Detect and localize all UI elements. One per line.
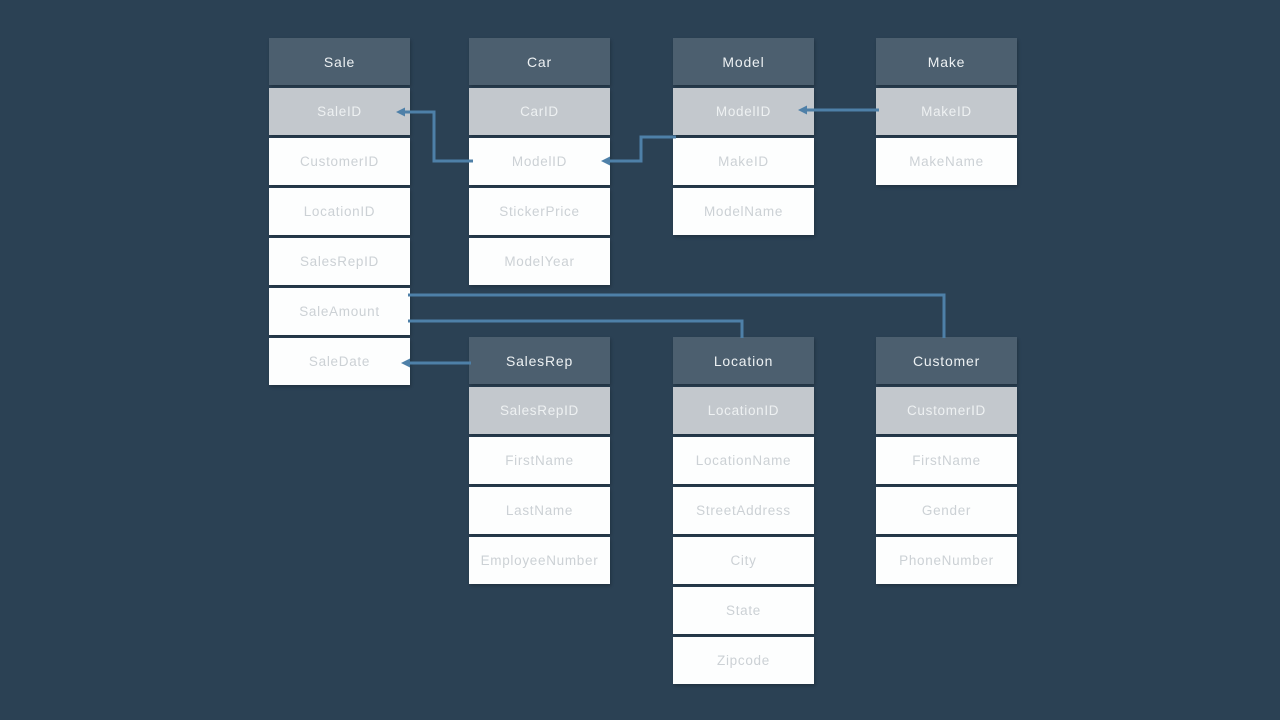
row-salesrep-lastname: LastName <box>469 487 610 534</box>
row-model-makeid: MakeID <box>673 138 814 185</box>
row-model-modelid: ModelID <box>673 88 814 135</box>
table-make: Make MakeID MakeName <box>876 38 1017 188</box>
connector-line <box>408 293 946 338</box>
row-customer-phonenumber: PhoneNumber <box>876 537 1017 584</box>
table-customer: Customer CustomerID FirstName Gender Pho… <box>876 337 1017 587</box>
table-car: Car CarID ModelID StickerPrice ModelYear <box>469 38 610 288</box>
row-model-modelname: ModelName <box>673 188 814 235</box>
row-location-city: City <box>673 537 814 584</box>
connector-line <box>408 319 744 338</box>
table-car-header: Car <box>469 38 610 85</box>
table-location: Location LocationID LocationName StreetA… <box>673 337 814 687</box>
connector-line <box>606 135 676 163</box>
row-customer-firstname: FirstName <box>876 437 1017 484</box>
table-make-header: Make <box>876 38 1017 85</box>
row-location-zipcode: Zipcode <box>673 637 814 684</box>
table-sale: Sale SaleID CustomerID LocationID SalesR… <box>269 38 410 388</box>
row-customer-gender: Gender <box>876 487 1017 534</box>
table-sale-header: Sale <box>269 38 410 85</box>
row-location-streetaddress: StreetAddress <box>673 487 814 534</box>
row-make-makename: MakeName <box>876 138 1017 185</box>
row-salesrep-employeenumber: EmployeeNumber <box>469 537 610 584</box>
table-location-header: Location <box>673 337 814 384</box>
table-model-header: Model <box>673 38 814 85</box>
row-sale-saledate: SaleDate <box>269 338 410 385</box>
row-salesrep-salesrepid: SalesRepID <box>469 387 610 434</box>
table-salesrep: SalesRep SalesRepID FirstName LastName E… <box>469 337 610 587</box>
row-location-locationid: LocationID <box>673 387 814 434</box>
row-car-stickerprice: StickerPrice <box>469 188 610 235</box>
row-car-modelid: ModelID <box>469 138 610 185</box>
row-sale-saleid: SaleID <box>269 88 410 135</box>
table-salesrep-header: SalesRep <box>469 337 610 384</box>
row-make-makeid: MakeID <box>876 88 1017 135</box>
table-model: Model ModelID MakeID ModelName <box>673 38 814 238</box>
row-sale-customerid: CustomerID <box>269 138 410 185</box>
row-location-state: State <box>673 587 814 634</box>
row-salesrep-firstname: FirstName <box>469 437 610 484</box>
row-customer-customerid: CustomerID <box>876 387 1017 434</box>
table-customer-header: Customer <box>876 337 1017 384</box>
row-sale-saleamount: SaleAmount <box>269 288 410 335</box>
row-car-modelyear: ModelYear <box>469 238 610 285</box>
row-location-locationname: LocationName <box>673 437 814 484</box>
row-sale-locationid: LocationID <box>269 188 410 235</box>
row-sale-salesrepid: SalesRepID <box>269 238 410 285</box>
connector-line <box>401 110 473 163</box>
row-car-carid: CarID <box>469 88 610 135</box>
